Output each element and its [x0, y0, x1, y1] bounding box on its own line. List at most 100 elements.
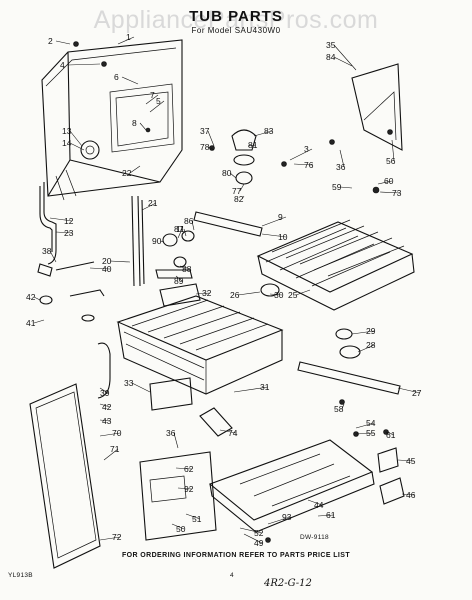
callout-81: 81 [248, 140, 258, 150]
callout-leader [139, 122, 147, 131]
callout-46: 46 [406, 490, 416, 500]
callout-leader [341, 403, 345, 410]
callout-leader [175, 467, 193, 470]
callout-leader [333, 56, 353, 67]
page-number: 4 [230, 572, 234, 579]
control-module [139, 451, 217, 541]
callout-leader [253, 130, 273, 137]
lower-rack [116, 295, 284, 395]
part-32-housing [159, 283, 201, 307]
callout-leader [339, 186, 353, 189]
callout-5: 5 [156, 96, 161, 106]
callout-38: 38 [42, 246, 52, 256]
wash-motor-pump [231, 129, 257, 185]
callout-leader [385, 431, 395, 436]
callout-78: 78 [200, 142, 210, 152]
callout-leader [317, 514, 335, 517]
float-switch [377, 447, 405, 505]
callout-28: 28 [366, 340, 376, 350]
callout-leader [401, 493, 415, 496]
clip-parts [39, 289, 105, 322]
callout-leader [267, 516, 291, 525]
callout-leader [391, 139, 395, 162]
callout-leader [195, 292, 211, 295]
mounting-bracket [351, 63, 403, 151]
callout-leader [159, 240, 165, 243]
callout-22: 22 [122, 168, 132, 178]
callout-58: 58 [334, 404, 344, 414]
callout-61: 61 [386, 430, 396, 440]
tub-body [41, 39, 183, 201]
callout-37: 37 [200, 126, 210, 136]
callout-leader [261, 233, 287, 238]
callout-leader [179, 265, 191, 270]
spray-cap [260, 283, 280, 297]
callout-26: 26 [230, 290, 240, 300]
callout-1: 1 [126, 32, 131, 42]
callout-leader [141, 202, 157, 211]
callout-leader [149, 100, 165, 113]
base-tray [208, 439, 375, 533]
callout-6: 6 [114, 72, 119, 82]
callout-leader [339, 149, 345, 168]
drain-hose-loop [97, 342, 111, 399]
callout-12: 12 [64, 216, 74, 226]
callout-leader [49, 217, 73, 222]
callout-72: 72 [112, 532, 122, 542]
callout-73: 73 [392, 188, 402, 198]
callout-61: 61 [326, 510, 336, 520]
callout-leader [229, 172, 237, 179]
callout-36: 36 [166, 428, 176, 438]
callout-59: 59 [332, 182, 342, 192]
callout-44: 44 [314, 500, 324, 510]
callout-leader [33, 319, 45, 324]
callout-leader [129, 165, 141, 174]
callout-77: 77 [232, 186, 242, 196]
handwritten-note: 4R2-G-12 [264, 578, 312, 589]
callout-27: 27 [412, 388, 422, 398]
callout-9: 9 [278, 212, 283, 222]
heater-element [199, 407, 233, 437]
diagram-title: TUB PARTS [189, 8, 283, 25]
callout-76: 76 [304, 160, 314, 170]
callout-leader [207, 130, 215, 147]
callout-31: 31 [260, 382, 270, 392]
callout-43: 43 [102, 416, 112, 426]
rod [55, 261, 95, 271]
callout-56: 56 [386, 156, 396, 166]
callout-leader [269, 293, 283, 296]
callout-70: 70 [112, 428, 122, 438]
callout-leader [145, 94, 159, 105]
callout-86: 86 [184, 216, 194, 226]
callout-leader [99, 403, 111, 408]
lower-spray-arm [297, 328, 401, 395]
callout-leader [171, 523, 185, 530]
callout-4: 4 [60, 60, 65, 70]
callout-20: 20 [102, 256, 112, 266]
callout-30: 30 [274, 290, 284, 300]
callout-leader [33, 296, 41, 301]
callout-leader [355, 422, 375, 429]
ordering-instruction: FOR ORDERING INFORMATION REFER TO PARTS … [121, 552, 351, 559]
callout-leader [55, 231, 73, 234]
callout-leader [261, 216, 287, 227]
callout-74: 74 [228, 428, 238, 438]
callout-leader [351, 330, 375, 335]
callout-leader [237, 291, 261, 296]
impeller-parts [155, 230, 195, 279]
callout-leader [49, 250, 57, 263]
callout-62: 62 [184, 464, 194, 474]
callout-leader [173, 432, 179, 449]
callout-leader [357, 344, 375, 353]
callout-leader [99, 387, 109, 394]
callout-leader [295, 289, 311, 296]
callout-leader [239, 527, 263, 534]
callout-49: 49 [254, 538, 264, 548]
callout-87: 87 [174, 224, 184, 234]
callout-42: 42 [102, 402, 112, 412]
left-code: YL913B [8, 572, 33, 579]
callout-leader [177, 487, 193, 490]
callout-88: 88 [182, 264, 192, 274]
callout-leader [121, 76, 139, 85]
